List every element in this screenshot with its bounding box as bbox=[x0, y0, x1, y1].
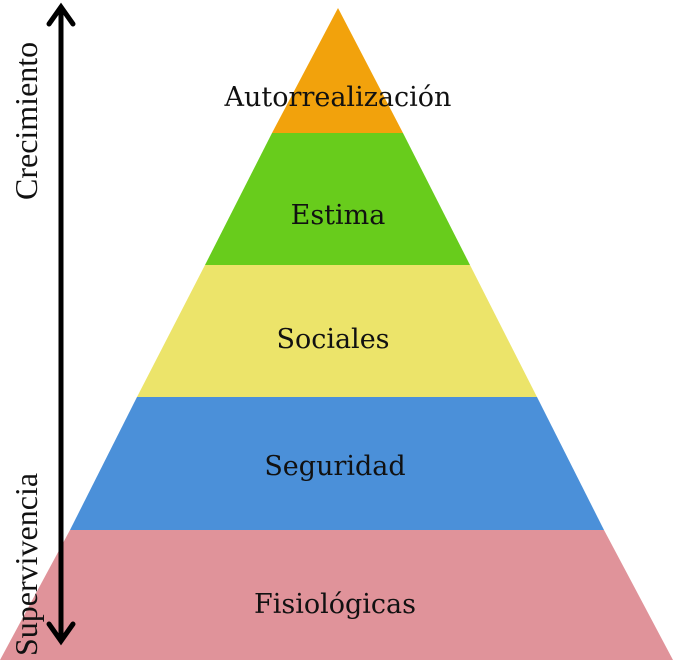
level-fisiologicas bbox=[0, 530, 673, 660]
level-sociales bbox=[137, 265, 537, 397]
label-estima: Estima bbox=[291, 200, 386, 231]
level-estima bbox=[205, 133, 470, 265]
label-seguridad: Seguridad bbox=[264, 451, 405, 482]
axis-label-crecimiento: Crecimiento bbox=[8, 42, 44, 200]
label-fisiologicas: Fisiológicas bbox=[254, 589, 416, 620]
double-arrow-icon bbox=[46, 2, 76, 646]
label-sociales: Sociales bbox=[276, 324, 389, 355]
level-autorrealizacion bbox=[272, 8, 403, 133]
level-seguridad bbox=[70, 397, 604, 530]
axis-label-supervivencia: Supervivencia bbox=[8, 473, 44, 656]
label-autorrealizacion: Autorrealización bbox=[224, 82, 452, 113]
